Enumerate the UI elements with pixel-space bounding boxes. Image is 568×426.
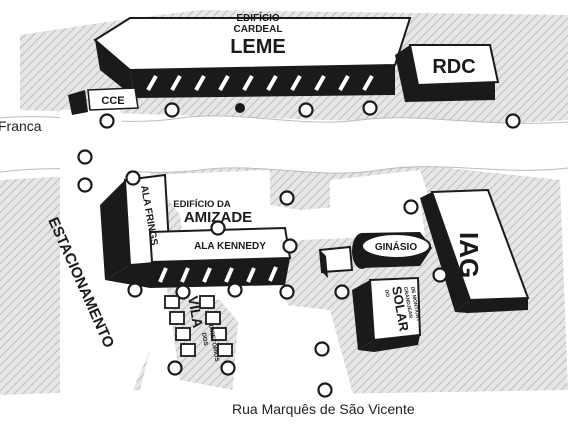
lamp	[167, 360, 183, 376]
vila-label: VILA	[185, 295, 206, 329]
lamp	[125, 170, 141, 186]
lamp	[279, 284, 295, 300]
lamp	[282, 238, 298, 254]
ginasio-label: GINÁSIO	[375, 240, 417, 253]
leme-entrance-dot	[235, 103, 245, 113]
lamp	[220, 360, 236, 376]
iag-side	[420, 192, 470, 312]
cce-top	[87, 87, 139, 111]
lamp	[279, 190, 295, 206]
building-solar[interactable]: SOLAR DO GRANDJEAN DE MONTIGNY	[352, 276, 421, 352]
cce-label: CCE	[101, 95, 124, 107]
building-cce[interactable]: CCE	[68, 87, 139, 115]
leme-label-3: LEME	[230, 36, 286, 58]
lamp	[164, 102, 180, 118]
building-amizade[interactable]: EDIFÍCIO DA AMIZADE ALA FRINGS ALA KENNE…	[100, 173, 292, 288]
leme-base	[130, 65, 395, 98]
lamp	[317, 382, 333, 398]
lamp	[314, 341, 330, 357]
amizade-label-1: EDIFÍCIO DA	[173, 199, 231, 210]
lamp	[334, 284, 350, 300]
lamp	[210, 220, 226, 236]
building-ginasio[interactable]: GINÁSIO	[352, 232, 432, 269]
leme-label-2: CARDEAL	[234, 24, 283, 35]
lamp	[77, 177, 93, 193]
rdc-top	[408, 44, 500, 87]
lamp	[227, 282, 243, 298]
path-east	[330, 170, 430, 210]
lamp	[298, 102, 314, 118]
building-leme[interactable]: EDIFÍCIO CARDEAL LEME	[93, 11, 412, 98]
solar-front	[358, 335, 420, 352]
vila-blocks-right	[199, 295, 233, 357]
ala-kennedy-label: ALA KENNEDY	[194, 241, 266, 252]
lamp	[77, 149, 93, 165]
leme-windows	[146, 75, 374, 91]
ginasio-top	[361, 233, 431, 259]
lamp	[175, 284, 191, 300]
iag-label: IAG	[454, 232, 484, 278]
lamp	[432, 267, 448, 283]
lamp	[99, 113, 115, 129]
building-small-block	[318, 245, 354, 278]
amizade-base	[105, 258, 290, 288]
lamp	[505, 113, 521, 129]
building-rdc[interactable]: RDC	[395, 44, 500, 102]
rdc-base	[395, 45, 495, 102]
iag-front	[455, 298, 528, 313]
solar-sub-label-1: DO	[383, 289, 390, 298]
amizade-label-2: AMIZADE	[184, 209, 252, 226]
leme-label-1: EDIFÍCIO	[236, 11, 280, 24]
path-center	[150, 170, 425, 330]
lamp-markers	[77, 100, 521, 398]
vila-blocks-left	[164, 295, 196, 357]
vila-sub-label-1: DOS	[200, 332, 208, 346]
lamp	[362, 100, 378, 116]
amizade-windows	[158, 266, 278, 283]
rdc-label: RDC	[432, 56, 475, 78]
road-band	[0, 115, 568, 174]
solar-base	[352, 280, 374, 350]
frings-side	[100, 180, 130, 280]
street-label-bottom: Rua Marquês de São Vicente	[232, 401, 415, 417]
street-label-top: Franca	[0, 118, 42, 134]
lamp	[403, 199, 419, 215]
solar-sub-label-2: GRANDJEAN	[402, 286, 413, 319]
cce-block	[68, 90, 88, 115]
building-iag[interactable]: IAG	[420, 188, 530, 313]
leme-side	[95, 40, 135, 98]
lamp	[127, 282, 143, 298]
